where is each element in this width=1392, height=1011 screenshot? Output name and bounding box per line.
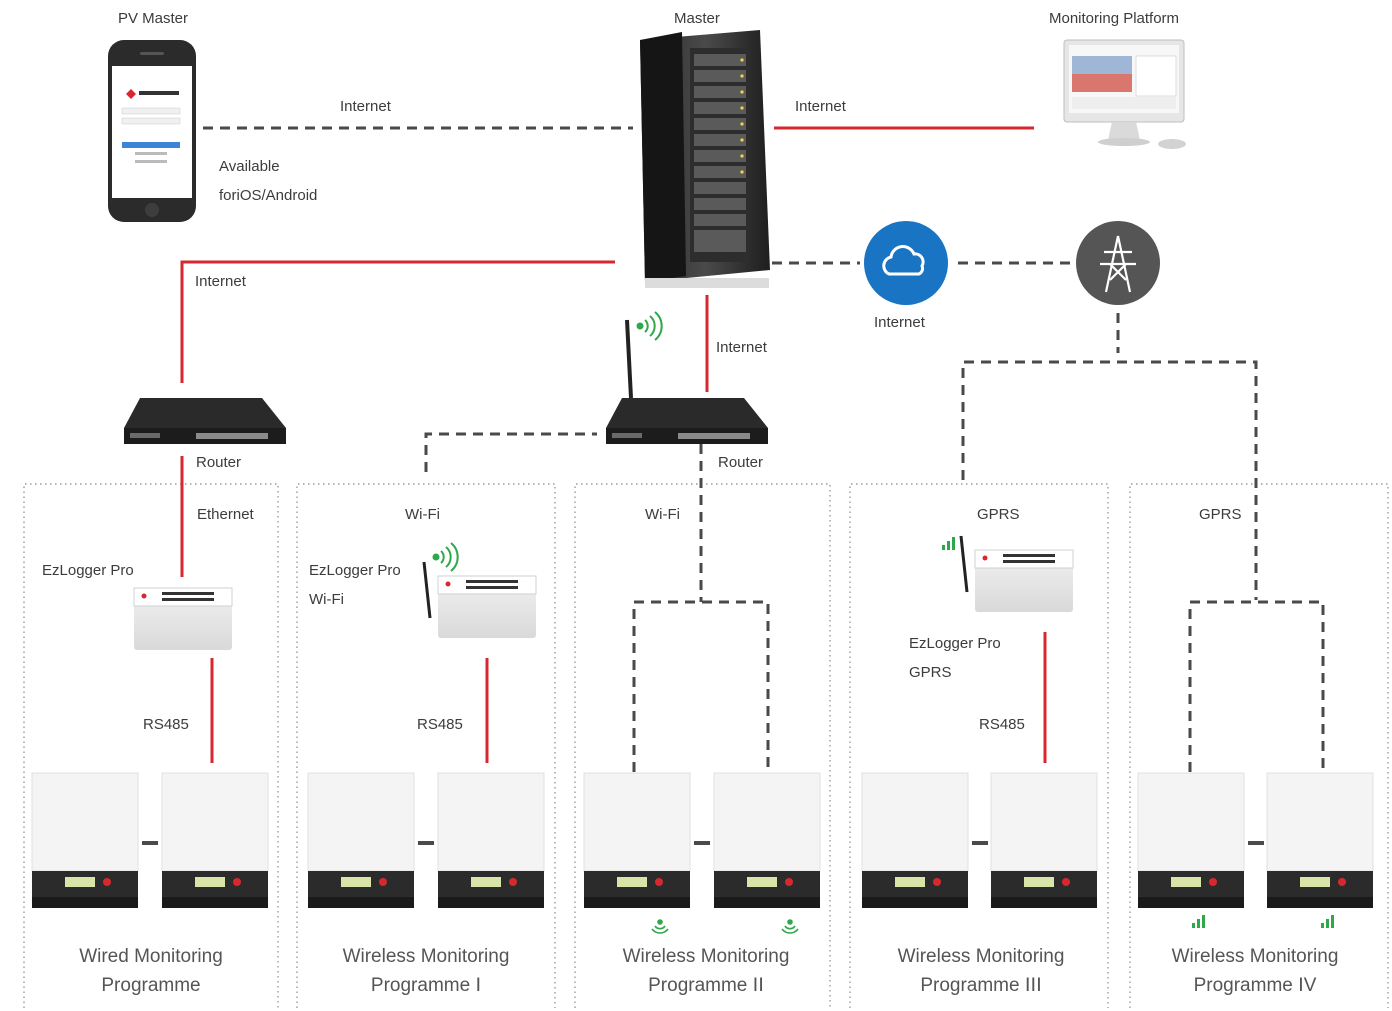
available-label: Available (219, 158, 280, 175)
signal-bars-icon (1321, 915, 1334, 928)
inverter-link (1248, 841, 1264, 845)
router-left-label: Router (196, 454, 242, 471)
cloud-label: Internet (874, 314, 925, 331)
inverter (583, 772, 691, 908)
programme-boxes (23, 483, 1389, 1008)
wired-links (180, 126, 1047, 763)
programme-title-line2: Programme ⅠⅠⅠ (920, 975, 1042, 996)
master-label: Master (674, 10, 720, 27)
ethernet-label: Ethernet (197, 506, 254, 523)
box-wireless-4 (1129, 483, 1389, 1008)
inverter (861, 772, 969, 908)
internet-platform-label: Internet (795, 98, 846, 115)
inverter (307, 772, 415, 908)
ezlogger-pro-label: EzLogger Pro (42, 562, 134, 579)
inverter (437, 772, 545, 908)
ezlogger-gprs-type-label: GPRS (909, 664, 952, 681)
wifi-icon (781, 919, 799, 934)
inverter-link (694, 841, 710, 845)
gprs-signal-logger-icon (942, 537, 955, 550)
inverter-link (142, 841, 158, 845)
monitoring-platform-label: Monitoring Platform (1049, 10, 1180, 27)
box-wireless-2 (574, 483, 831, 1008)
ezlogger-wired (133, 587, 233, 650)
inverter-pair (861, 772, 1098, 908)
programme-title-line1: Wired Monitoring (79, 946, 223, 967)
programme-title-line2: Programme ⅠⅠ (648, 975, 764, 996)
box-wired (23, 483, 279, 1008)
inverter-pair (31, 772, 269, 908)
internet-router-left-label: Internet (195, 273, 246, 290)
phone-device (108, 40, 196, 222)
wireless-links (203, 126, 1325, 772)
programme-title-line2: Programme (101, 975, 201, 996)
programme-title-wireless-4: Wireless Monitoring Programme ⅠV (1124, 942, 1386, 1000)
ezlogger-gprs (959, 535, 1074, 612)
programme-title-line1: Wireless Monitoring (622, 946, 790, 967)
inverter (161, 772, 269, 908)
programme-title-wireless-1: Wireless Monitoring Programme Ⅰ (297, 942, 555, 1000)
inverters (31, 772, 1374, 934)
cloud-node (864, 221, 948, 305)
ezlogger-gprs-label: EzLogger Pro (909, 635, 1001, 652)
rs485-label-3: RS485 (979, 716, 1025, 733)
programme-title-wireless-3: Wireless Monitoring Programme ⅠⅠⅠ (850, 942, 1112, 1000)
programme-title-wired: Wired Monitoring Programme (24, 942, 278, 1000)
wifi-icon (651, 919, 669, 934)
internet-router-right-label: Internet (716, 339, 767, 356)
inverter (1266, 772, 1374, 908)
grid-node (1076, 221, 1160, 305)
internet-phone-label: Internet (340, 98, 391, 115)
rs485-label-2: RS485 (417, 716, 463, 733)
signal-bars-icon (1192, 915, 1205, 928)
inverter-link (972, 841, 988, 845)
programme-title-line2: Programme ⅠV (1193, 975, 1317, 996)
ezlogger-wifi (422, 561, 537, 638)
link-gprs-2-branch (1188, 600, 1325, 772)
programme-title-line1: Wireless Monitoring (1171, 946, 1339, 967)
router-left (124, 398, 286, 444)
programme-title-line2: Programme Ⅰ (370, 975, 482, 996)
link-master-router-left (180, 260, 615, 383)
gprs-label-1: GPRS (977, 506, 1020, 523)
monitor-device (1063, 39, 1186, 149)
link-wifi-2-branch (632, 600, 770, 772)
server-rack (640, 30, 770, 288)
inverter (1137, 772, 1245, 908)
link-wifi-1 (424, 432, 597, 472)
programme-title-line1: Wireless Monitoring (897, 946, 1065, 967)
router-right-label: Router (718, 454, 764, 471)
inverter (713, 772, 821, 908)
inverter-pair (583, 772, 821, 908)
inverter-pair (1137, 772, 1374, 908)
programme-title-wireless-2: Wireless Monitoring Programme ⅠⅠ (575, 942, 837, 1000)
wifi-signal-router-icon (636, 311, 663, 341)
wifi-label-2: Wi-Fi (645, 506, 680, 523)
wifi-signal-logger-icon (432, 542, 459, 572)
ezlogger-wifi-type-label: Wi-Fi (309, 591, 344, 608)
link-gprs-tree (961, 360, 1258, 600)
inverter-link (418, 841, 434, 845)
rs485-label-1: RS485 (143, 716, 189, 733)
inverter (31, 772, 139, 908)
gprs-label-2: GPRS (1199, 506, 1242, 523)
inverter (990, 772, 1098, 908)
router-right (606, 319, 768, 444)
ezlogger-wifi-label: EzLogger Pro (309, 562, 401, 579)
programme-title-line1: Wireless Monitoring (342, 946, 510, 967)
pv-master-label: PV Master (118, 10, 189, 27)
inverter-pair (307, 772, 545, 908)
wifi-label-1: Wi-Fi (405, 506, 440, 523)
platforms-label: foriOS/Android (219, 187, 318, 204)
